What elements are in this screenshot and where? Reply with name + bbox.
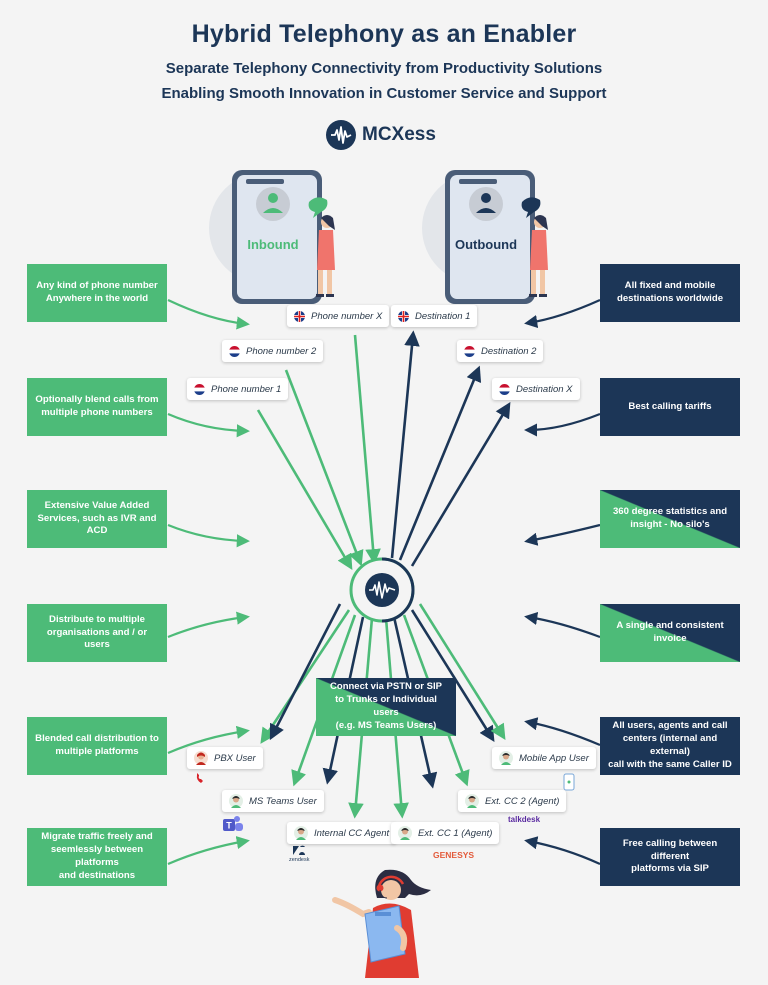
zendesk-icon [293, 845, 305, 855]
inbound-phone-illustration: Inbound [205, 170, 345, 310]
right-box-destinations: All fixed and mobile destinations worldw… [600, 264, 740, 322]
hub-icon [349, 557, 415, 623]
uk-flag-icon [294, 310, 305, 322]
outbound-label: Outbound [454, 237, 518, 252]
woman-figure-inbound-icon [308, 197, 335, 297]
subtitle-2: Enabling Smooth Innovation in Customer S… [161, 85, 607, 102]
left-box-distribute: Distribute to multiple organisations and… [27, 604, 167, 662]
connect-info-box: Connect via PSTN or SIP to Trunks or Ind… [316, 678, 456, 736]
chip-phone-number-1: Phone number 1 [187, 378, 289, 400]
subtitle-1: Separate Telephony Connectivity from Pro… [165, 60, 603, 77]
chip-label: Destination 2 [481, 345, 537, 357]
ms-teams-icon: T [223, 816, 243, 831]
left-box-value-added: Extensive Value Added Services, such as … [27, 490, 167, 548]
nl-flag-icon [229, 345, 240, 357]
chip-label: Phone number 1 [211, 383, 282, 395]
zendesk-logo-text: zendesk [289, 857, 310, 863]
mobile-phone-icon [563, 773, 575, 791]
nl-flag-icon [464, 345, 475, 357]
agent-avatar-icon [499, 751, 513, 765]
left-box-phone-number: Any kind of phone number Anywhere in the… [27, 264, 167, 322]
chip-label: Phone number X [311, 310, 383, 322]
left-box-blend-calls: Optionally blend calls from multiple pho… [27, 378, 167, 436]
talkdesk-logo: talkdesk [508, 815, 541, 824]
chip-destination-1: Destination 1 [391, 305, 478, 327]
chip-label: PBX User [214, 752, 256, 764]
page-title: Hybrid Telephony as an Enabler [191, 20, 577, 48]
chip-label: Ext. CC 1 (Agent) [418, 827, 493, 839]
chip-label: MS Teams User [249, 795, 317, 807]
chip-label: Phone number 2 [246, 345, 317, 357]
chip-label: Internal CC Agent [314, 827, 390, 839]
right-box-invoice: A single and consistent invoice [600, 604, 740, 662]
right-box-caller-id: All users, agents and call centers (inte… [600, 717, 740, 775]
chip-ext-cc-2: Ext. CC 2 (Agent) [458, 790, 567, 812]
genesys-logo: GENESYS [433, 850, 475, 860]
chip-label: Mobile App User [519, 752, 589, 764]
left-box-migrate: Migrate traffic freely and seemlessly be… [27, 828, 167, 886]
chip-ext-cc-1: Ext. CC 1 (Agent) [391, 822, 500, 844]
pbx-phone-icon [196, 773, 203, 783]
call-center-agent-illustration [332, 869, 431, 978]
chip-label: Destination X [516, 383, 573, 395]
right-box-statistics: 360 degree statistics and insight - No s… [600, 490, 740, 548]
outbound-phone-illustration: Outbound [418, 170, 558, 310]
agent-avatar-icon [229, 794, 243, 808]
chip-phone-number-2: Phone number 2 [222, 340, 324, 362]
uk-flag-icon [398, 310, 409, 322]
chip-pbx-user: PBX User [187, 747, 263, 769]
woman-figure-outbound-icon [521, 197, 548, 297]
agent-avatar-icon [398, 826, 412, 840]
nl-flag-icon [499, 383, 510, 395]
chip-phone-number-x: Phone number X [287, 305, 390, 327]
chip-internal-cc-agent: Internal CC Agent [287, 822, 397, 844]
chip-label: Ext. CC 2 (Agent) [485, 795, 560, 807]
nl-flag-icon [194, 383, 205, 395]
right-box-free-calling: Free calling between different platforms… [600, 828, 740, 886]
chip-destination-x: Destination X [492, 378, 580, 400]
left-box-blended-distribution: Blended call distribution to multiple pl… [27, 717, 167, 775]
mcxess-logo: MCXess [326, 120, 436, 150]
chip-destination-2: Destination 2 [457, 340, 544, 362]
agent-avatar-icon [465, 794, 479, 808]
chip-mobile-app-user: Mobile App User [492, 747, 596, 769]
right-box-tariffs: Best calling tariffs [600, 378, 740, 436]
logo-text: MCXess [362, 124, 436, 145]
outbound-phone-icon [422, 170, 535, 304]
inbound-phone-icon [209, 170, 322, 304]
agent-avatar-icon [194, 751, 208, 765]
svg-text:T: T [226, 821, 232, 831]
chip-ms-teams-user: MS Teams User [222, 790, 324, 812]
inbound-label: Inbound [247, 237, 299, 252]
waveform-icon [326, 120, 356, 150]
agent-avatar-icon [294, 826, 308, 840]
chip-label: Destination 1 [415, 310, 471, 322]
